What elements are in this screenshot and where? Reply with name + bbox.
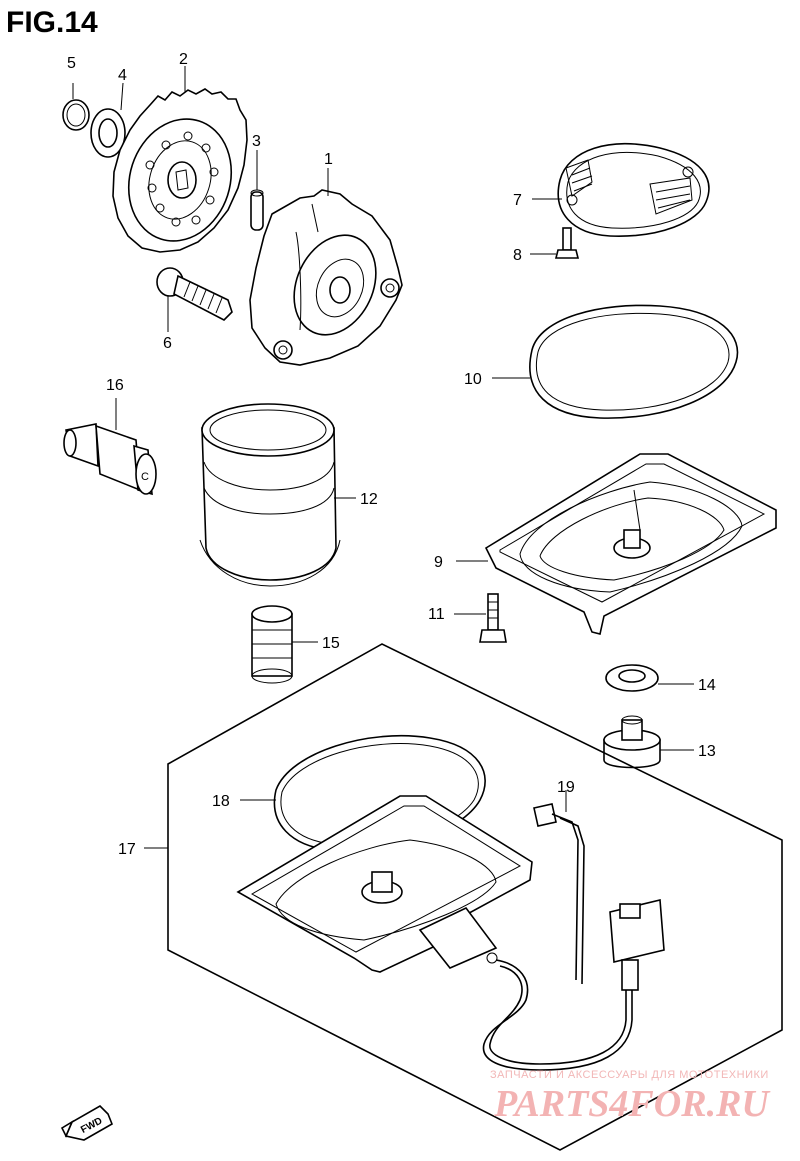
part-6-bolt <box>156 267 233 332</box>
callout-17: 17 <box>118 841 136 858</box>
part-7-oil-strainer <box>532 142 710 237</box>
part-2-pump-gear <box>112 66 248 253</box>
part-11-flange-bolt <box>454 593 507 643</box>
part-16-oil-switch: C <box>63 398 157 496</box>
part-1-oil-pump <box>249 168 403 366</box>
part-12-oil-filter <box>199 403 356 587</box>
svg-text:C: C <box>141 471 149 483</box>
part-8-screw <box>530 227 580 259</box>
callout-14: 14 <box>698 677 716 694</box>
callout-16: 16 <box>106 377 124 394</box>
callout-5: 5 <box>67 55 76 72</box>
part-9-oil-pan <box>456 453 777 635</box>
callout-15: 15 <box>322 635 340 652</box>
part-18-gasket <box>240 734 486 852</box>
figure-title: FIG.14 <box>6 6 98 39</box>
part-5-snap-ring <box>62 83 90 131</box>
callout-3: 3 <box>252 133 261 150</box>
part-17-assembly-frame <box>144 643 783 1151</box>
callout-8: 8 <box>513 247 522 264</box>
part-19-wire-harness <box>482 790 665 1071</box>
watermark-brand: PARTS4FOR.RU <box>493 1083 771 1125</box>
callout-1: 1 <box>324 151 333 168</box>
callout-18: 18 <box>212 793 230 810</box>
callout-19: 19 <box>557 779 575 796</box>
callout-4: 4 <box>118 67 127 84</box>
part-10-gasket <box>492 304 739 419</box>
callout-13: 13 <box>698 743 716 760</box>
callout-7: 7 <box>513 192 522 209</box>
watermark-tagline: ЗАПЧАСТИ И АКСЕССУАРЫ ДЛЯ МОТОТЕХНИКИ <box>490 1069 769 1081</box>
callout-10: 10 <box>464 371 482 388</box>
part-3-dowel-pin <box>250 150 264 231</box>
fwd-arrow-icon: FWD <box>60 1105 114 1141</box>
callout-11: 11 <box>428 606 445 623</box>
callout-9: 9 <box>434 554 443 571</box>
assembly-oil-pan <box>236 795 533 973</box>
part-15-cylinder-element <box>251 605 318 684</box>
callout-6: 6 <box>163 335 172 352</box>
part-14-washer <box>605 664 694 692</box>
part-4-washer <box>90 82 126 158</box>
callout-2: 2 <box>179 51 188 68</box>
part-13-drain-plug <box>603 715 694 769</box>
callout-12: 12 <box>360 491 378 508</box>
